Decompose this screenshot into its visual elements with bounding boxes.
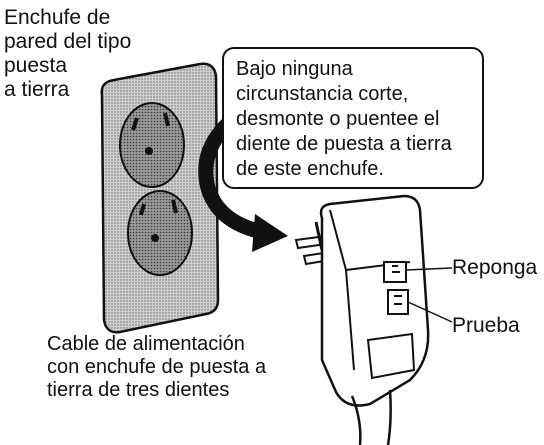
outlet-socket-upper: [119, 102, 185, 188]
insertion-arrow: [198, 112, 288, 252]
gfci-plug: [294, 194, 453, 445]
wall-outlet: [100, 62, 220, 334]
test-button-shape: [387, 289, 409, 315]
warning-callout: Bajo ninguna circunstancia corte, desmon…: [222, 47, 484, 189]
reset-label: Reponga: [452, 256, 538, 279]
cable-label: Cable de alimentación con enchufe de pue…: [47, 333, 267, 401]
test-label: Prueba: [452, 314, 520, 337]
outlet-socket-lower: [127, 190, 193, 276]
outlet-label: Enchufe de pared del tipo puesta a tierr…: [4, 6, 132, 101]
warning-text: Bajo ninguna circunstancia corte, desmon…: [236, 58, 452, 180]
